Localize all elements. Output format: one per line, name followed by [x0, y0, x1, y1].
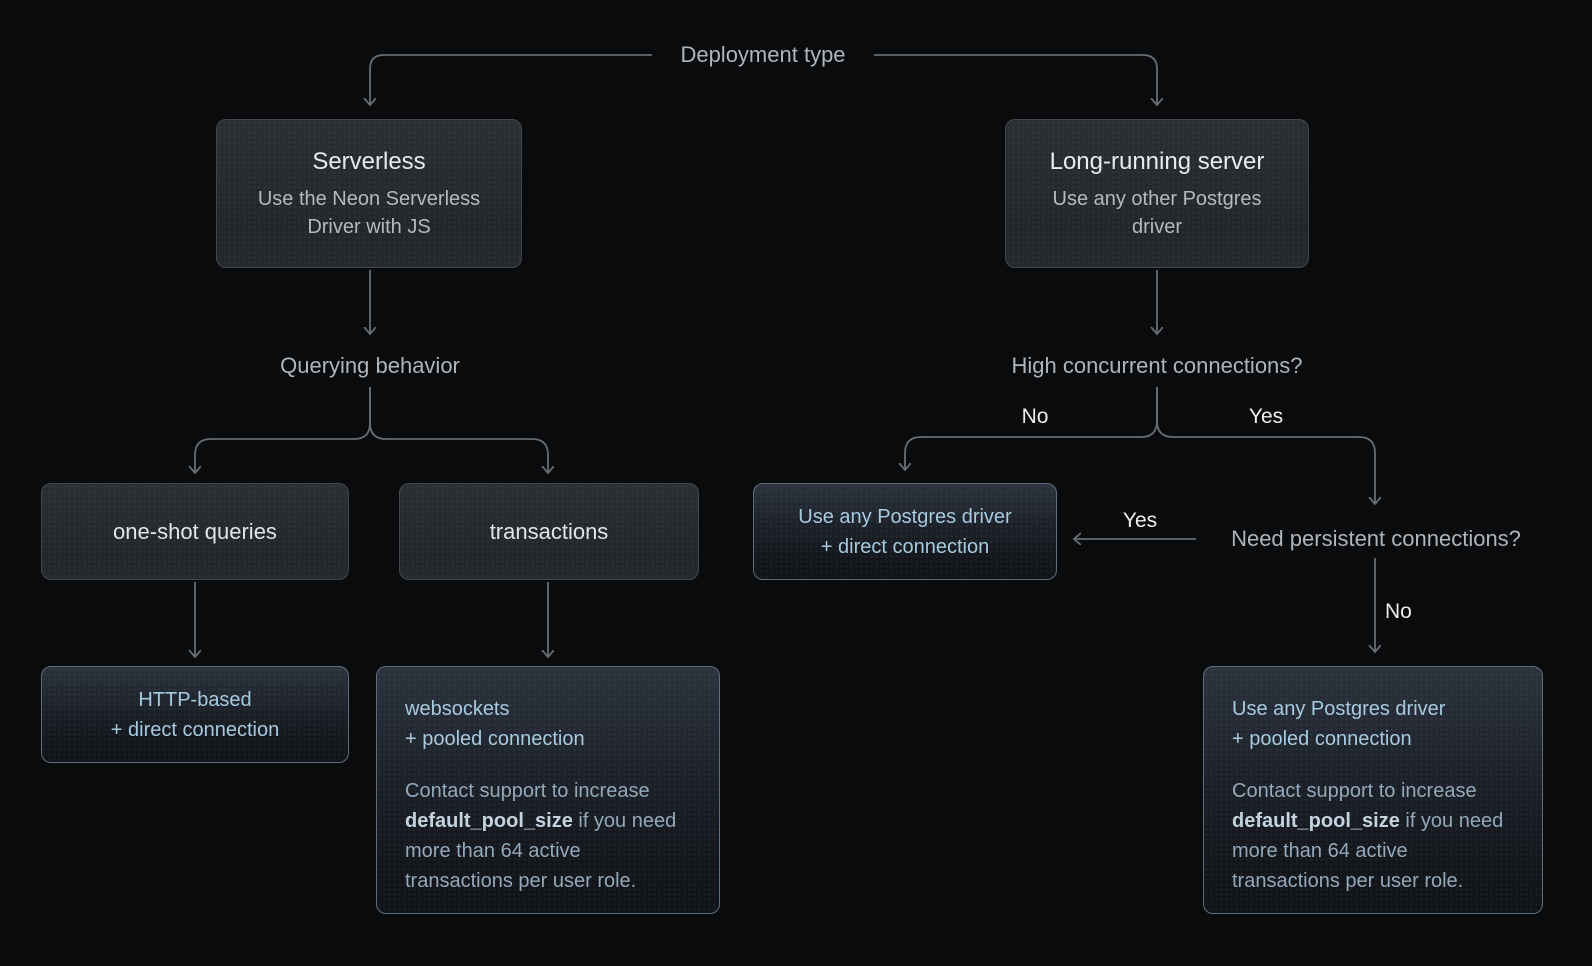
direct-driver-line2: + direct connection — [820, 535, 990, 558]
websockets-note: Contact support to increase default_pool… — [405, 776, 691, 896]
edge-querying-to-transactions — [369, 387, 548, 473]
edge-concurrent-yes-to-persistent — [1156, 387, 1375, 504]
node-serverless: Serverless Use the Neon Serverless Drive… — [216, 119, 522, 268]
node-long-running-server: Long-running server Use any other Postgr… — [1005, 119, 1309, 268]
pooled-note-bold: default_pool_size — [1232, 810, 1400, 832]
long-running-title: Long-running server — [1049, 147, 1265, 175]
querying-behavior-label: Querying behavior — [280, 353, 460, 378]
edge-title-to-longrunning — [874, 54, 1157, 105]
branch-label-no-pooled: No — [1385, 600, 1412, 623]
pooled-note-prefix: Contact support to increase — [1232, 780, 1477, 802]
node-http-based: HTTP-based + direct connection — [41, 666, 349, 763]
websockets-line1: websockets — [405, 698, 510, 720]
edge-querying-to-oneshot — [195, 387, 371, 473]
node-direct-driver: Use any Postgres driver + direct connect… — [753, 483, 1057, 580]
edge-title-to-serverless — [370, 54, 652, 105]
direct-driver-line1: Use any Postgres driver — [798, 505, 1012, 528]
websockets-note-bold: default_pool_size — [405, 810, 573, 832]
pooled-note-suffix: if you need more than 64 active transact… — [1232, 810, 1504, 892]
one-shot-label: one-shot queries — [113, 518, 277, 544]
node-pooled-driver: Use any Postgres driver + pooled connect… — [1203, 666, 1543, 914]
node-one-shot-queries: one-shot queries — [41, 483, 349, 580]
need-persistent-label: Need persistent connections? — [1231, 526, 1521, 551]
node-transactions: transactions — [399, 483, 699, 580]
edge-concurrent-no-to-direct — [905, 387, 1158, 470]
websockets-note-prefix: Contact support to increase — [405, 780, 650, 802]
pooled-driver-line2: + pooled connection — [1232, 728, 1412, 750]
branch-label-yes-direct: Yes — [1122, 509, 1158, 532]
high-concurrent-label: High concurrent connections? — [1011, 353, 1303, 378]
pooled-driver-note: Contact support to increase default_pool… — [1232, 776, 1514, 896]
transactions-label: transactions — [489, 518, 609, 544]
pooled-driver-line1: Use any Postgres driver — [1232, 698, 1446, 720]
http-based-line2: + direct connection — [110, 718, 280, 741]
websockets-line2: + pooled connection — [405, 728, 585, 750]
websockets-note-suffix: if you need more than 64 active transact… — [405, 810, 677, 892]
branch-label-yes-persistent: Yes — [1248, 405, 1284, 428]
deployment-type-label: Deployment type — [680, 42, 846, 67]
serverless-subtitle: Use the Neon Serverless Driver with JS — [257, 188, 481, 239]
node-websockets: websockets + pooled connection Contact s… — [376, 666, 720, 914]
branch-label-no-direct: No — [1021, 405, 1049, 428]
http-based-line1: HTTP-based — [138, 688, 252, 711]
long-running-subtitle: Use any other Postgres driver — [1052, 188, 1262, 239]
serverless-title: Serverless — [312, 147, 426, 175]
